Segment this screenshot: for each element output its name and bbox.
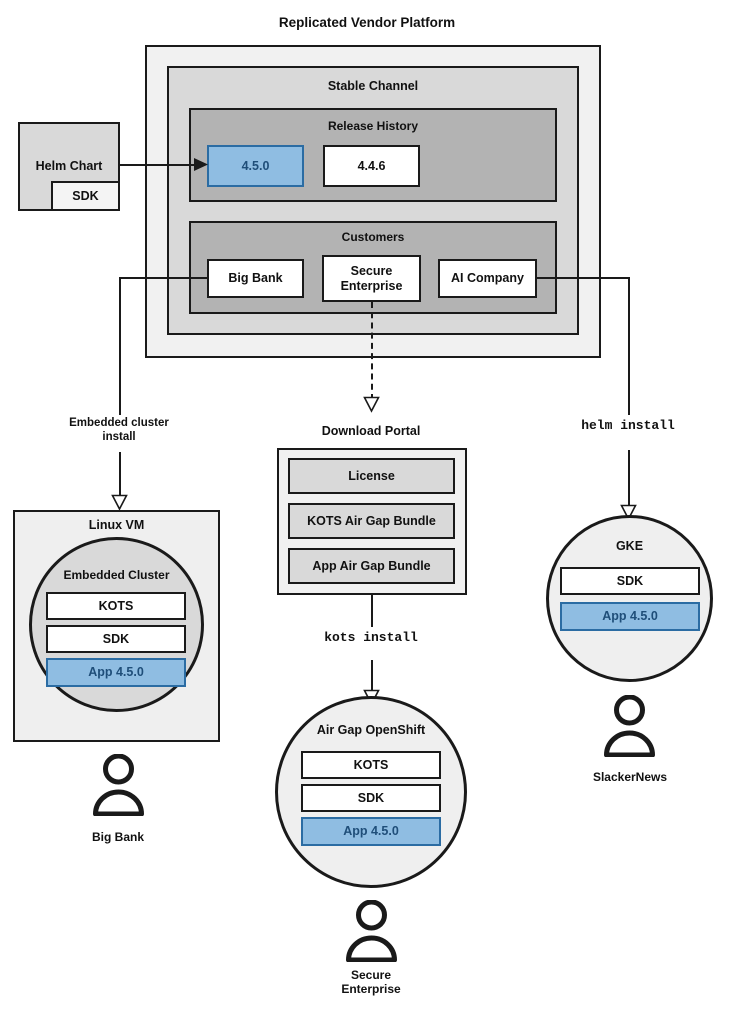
aicompany-branch-h — [535, 277, 630, 279]
customer-secure-enterprise-box[interactable]: Secure Enterprise — [322, 255, 421, 302]
slackernews-person-icon — [604, 695, 655, 757]
linux-vm-arrowhead — [111, 494, 128, 511]
release-4-5-0-box[interactable]: 4.5.0 — [207, 145, 304, 187]
openshift-component-kots[interactable]: KOTS — [301, 751, 441, 779]
portal-to-kots-line — [371, 595, 373, 627]
big-bank-actor-label: Big Bank — [91, 830, 144, 844]
download-portal-artifact-kots-bundle[interactable]: KOTS Air Gap Bundle — [288, 503, 455, 539]
secure-enterprise-actor-label: Secure Enterprise — [341, 968, 401, 997]
gke-arrowhead — [620, 504, 637, 521]
customer-big-bank-box[interactable]: Big Bank — [207, 259, 304, 298]
release-history-title: Release History — [327, 119, 419, 133]
secure-enterprise-person-icon — [346, 900, 397, 962]
bigbank-branch-h — [119, 277, 209, 279]
big-bank-person-icon — [93, 754, 144, 816]
embedded-cluster-title: Embedded Cluster — [63, 568, 170, 582]
helm-chart-label: Helm Chart — [35, 159, 103, 173]
download-portal-arrowhead — [363, 396, 380, 413]
release-4-4-6-box[interactable]: 4.4.6 — [323, 145, 420, 187]
customer-ai-company-box[interactable]: AI Company — [438, 259, 537, 298]
helm-chart-sdk-box: SDK — [51, 181, 120, 211]
openshift-component-sdk[interactable]: SDK — [301, 784, 441, 812]
helm-to-release-arrowhead — [194, 158, 208, 171]
embedded-cluster-install-label: Embedded cluster install — [69, 417, 169, 443]
bigbank-branch-v2 — [119, 452, 121, 500]
airgap-openshift-title: Air Gap OpenShift — [316, 723, 426, 737]
linux-vm-title: Linux VM — [88, 518, 145, 532]
download-portal-artifact-app-bundle[interactable]: App Air Gap Bundle — [288, 548, 455, 584]
gke-title: GKE — [615, 539, 644, 553]
linux-vm-component-sdk[interactable]: SDK — [46, 625, 186, 653]
download-portal-artifact-license[interactable]: License — [288, 458, 455, 494]
slackernews-actor-label: SlackerNews — [592, 770, 668, 784]
gke-circle — [546, 515, 713, 682]
helm-to-release-line — [120, 164, 198, 166]
stable-channel-title: Stable Channel — [327, 79, 419, 93]
aicompany-branch-v — [628, 277, 630, 415]
bigbank-branch-v — [119, 277, 121, 415]
download-portal-title: Download Portal — [321, 424, 421, 438]
linux-vm-component-app[interactable]: App 4.5.0 — [46, 658, 186, 687]
kots-install-label: kots install — [324, 630, 418, 645]
aicompany-branch-v2 — [628, 450, 630, 510]
openshift-component-app[interactable]: App 4.5.0 — [301, 817, 441, 846]
diagram-title: Replicated Vendor Platform — [278, 15, 456, 30]
kots-to-openshift-line — [371, 660, 373, 695]
helm-install-label: helm install — [581, 418, 675, 433]
linux-vm-component-kots[interactable]: KOTS — [46, 592, 186, 620]
gke-component-sdk[interactable]: SDK — [560, 567, 700, 595]
gke-component-app[interactable]: App 4.5.0 — [560, 602, 700, 631]
customers-title: Customers — [341, 230, 405, 244]
secure-enterprise-dashed-line — [371, 302, 373, 400]
